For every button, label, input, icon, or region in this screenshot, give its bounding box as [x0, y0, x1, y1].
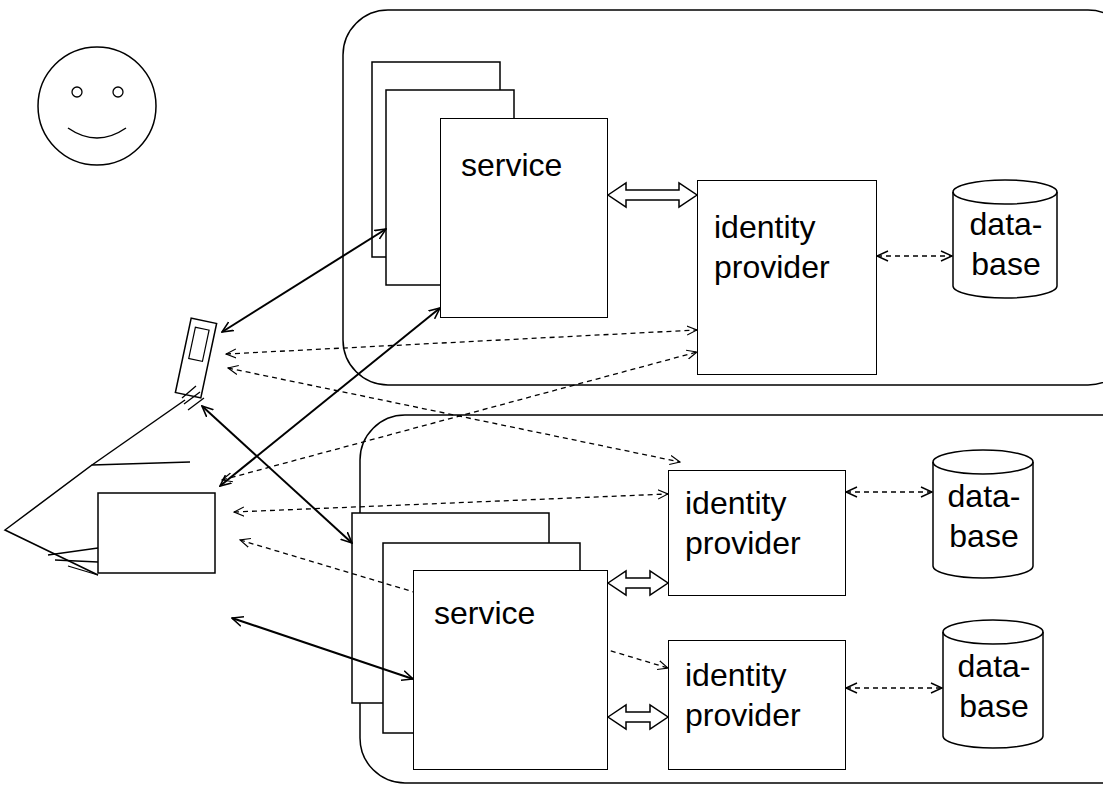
person-eye	[113, 87, 123, 97]
auth-arrow	[222, 352, 697, 480]
dashed-arrow	[877, 251, 952, 261]
domain-region	[360, 415, 1103, 783]
access-arrow	[222, 229, 386, 332]
double-arrow	[608, 183, 697, 207]
process-box: identity provider	[668, 640, 846, 770]
cylinder-body	[943, 620, 1043, 748]
node-label: identity provider	[685, 655, 835, 735]
database-node: data- base	[932, 450, 1034, 578]
hollow-arrow	[608, 705, 668, 729]
node-label: identity provider	[714, 207, 864, 287]
mobile-phone	[175, 318, 216, 398]
cylinder-rim	[953, 192, 1057, 204]
cylinder-rim	[933, 462, 1033, 474]
arrow-head	[921, 487, 932, 497]
hollow-arrow	[608, 571, 668, 595]
person-arm	[92, 400, 185, 465]
person-head	[38, 47, 156, 165]
access-arrow	[232, 618, 413, 679]
hollow-arrow	[608, 183, 697, 207]
cylinder-rim	[943, 632, 1043, 644]
process-box: service	[440, 118, 608, 318]
node-label: data- base	[940, 476, 1028, 556]
person-eye	[72, 87, 82, 97]
auth-arrow	[226, 330, 697, 354]
node-label: data- base	[950, 646, 1038, 726]
access-arrow	[202, 406, 352, 543]
connector-line	[877, 255, 952, 256]
person-hand	[48, 548, 98, 575]
arrow-head	[931, 683, 942, 693]
cylinder-body	[933, 450, 1033, 578]
person-smile	[68, 128, 126, 138]
process-box: service	[413, 570, 608, 770]
cylinder-body	[953, 180, 1057, 298]
node-label: data- base	[960, 204, 1052, 284]
arrow-head	[846, 683, 857, 693]
domain-region	[343, 10, 1103, 385]
arrow-head	[877, 251, 888, 261]
dashed-arrow	[846, 683, 942, 693]
access-arrow	[220, 308, 440, 486]
laptop	[98, 493, 215, 573]
connector-line	[846, 491, 932, 492]
database-node: data- base	[942, 620, 1044, 748]
arrow-head	[941, 251, 952, 261]
auth-arrow	[234, 494, 668, 512]
dashed-arrow	[846, 487, 932, 497]
node-label: service	[461, 145, 601, 185]
arrow-head	[846, 487, 857, 497]
double-arrow	[608, 705, 668, 729]
auth-arrow	[228, 368, 680, 462]
phone-grip	[182, 386, 204, 410]
process-box: identity provider	[668, 470, 846, 596]
connector-line	[846, 687, 942, 688]
process-box: identity provider	[697, 180, 877, 375]
double-arrow	[608, 571, 668, 595]
node-label: identity provider	[685, 483, 835, 563]
database-node: data- base	[952, 180, 1058, 298]
node-label: service	[434, 593, 594, 633]
